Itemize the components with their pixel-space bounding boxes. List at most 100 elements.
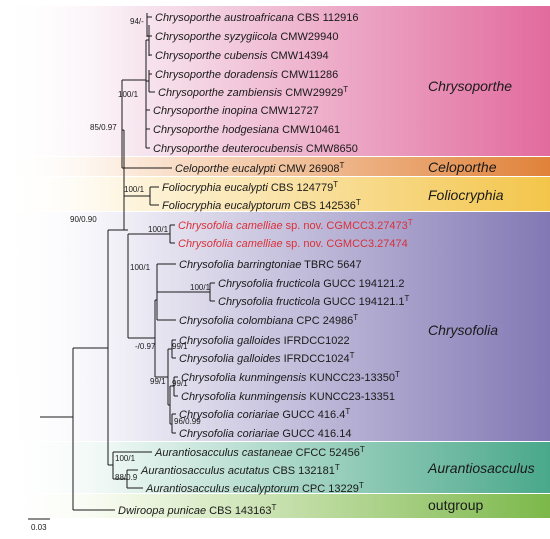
taxon-genus: Aurantiosacculus [154,447,239,459]
support-value: 100/1 [124,185,145,194]
taxon-genus: Chrysofolia [181,391,236,403]
taxon-genus: Chrysofolia [179,409,234,421]
taxon-species: camelliae [236,238,282,250]
taxon-label: Aurantiosacculus castaneae CFCC 52456T [154,445,365,459]
taxon-genus: Celoporthe [175,163,229,175]
taxon-species: camelliae [236,220,282,232]
taxon-species: doradensis [224,69,278,81]
type-marker: T [395,370,400,379]
taxon-label: Chrysoporthe doradensis CMW11286 [155,69,338,81]
taxon-strain-code: CMW29940 [280,31,338,43]
taxon-status: sp. nov. [286,238,324,250]
type-marker: T [359,481,364,490]
taxon-label: Chrysofolia coriariae GUCC 416.4T [179,407,350,421]
taxon-label: Chrysofolia galloides IFRDCC1024T [179,351,355,365]
taxon-genus: Chrysoporthe [155,12,221,24]
support-value: 85/0.97 [90,123,117,132]
clade-band-celoporthe [0,157,550,176]
taxon-strain-code: KUNCC23-13350 [309,372,395,384]
taxon-strain-code: CBS 124779 [271,182,333,194]
taxon-strain-code: KUNCC23-13351 [309,391,395,403]
taxon-species: syzygiicola [224,31,277,43]
taxon-status: sp. nov. [286,220,324,232]
clade-label-outgroup: outgroup [428,497,483,513]
taxon-genus: Chrysofolia [181,372,236,384]
taxon-species: galloides [237,353,281,365]
taxon-genus: Foliocryphia [162,200,221,212]
taxon-strain-code: CBS 142536 [293,200,355,212]
type-marker: T [408,218,413,227]
taxon-species: eucalyptorum [233,483,299,495]
taxon-species: colombiana [237,315,293,327]
taxon-label: Chrysoporthe hodgesiana CMW10461 [153,124,340,136]
support-value: 99/1 [172,342,188,351]
support-values: 94/-100/185/0.97100/190/0.90100/1100/110… [70,17,211,482]
taxon-strain-code: CBS 112916 [297,12,359,24]
taxon-genus: Chrysofolia [179,353,234,365]
taxon-label: Chrysoporthe cubensis CMW14394 [155,50,329,62]
taxon-species: cubensis [224,50,268,62]
taxon-genus: Foliocryphia [162,182,221,194]
taxon-label: Aurantiosacculus eucalyptorum CPC 13229T [145,481,364,495]
clade-band-chrysofolia [0,212,550,441]
type-marker: T [272,503,277,512]
taxon-strain-code: CMW8650 [306,143,358,155]
clade-bands: ChrysoportheCeloportheFoliocryphiaChryso… [0,6,550,518]
support-value: 94/- [130,17,144,26]
taxon-label: Chrysoporthe syzygiicola CMW29940 [155,31,338,43]
taxon-label: Chrysofolia camelliae sp. nov. CGMCC3.27… [178,218,413,232]
taxon-species: coriariae [237,428,279,440]
taxon-strain-code: GUCC 194121.2 [323,278,404,290]
taxon-species: fructicola [276,296,320,308]
taxon-genus: Chrysofolia [179,315,234,327]
taxon-species: deuterocubensis [222,143,303,155]
taxon-label: Aurantiosacculus acutatus CBS 132181T [140,463,340,477]
taxon-strain-code: CMW12727 [261,105,319,117]
taxon-label: Chrysofolia colombiana CPC 24986T [179,313,358,327]
support-value: 100/1 [148,225,169,234]
clade-label-chrysofolia: Chrysofolia [428,322,498,338]
taxon-strain-code: CFCC 52456 [296,447,360,459]
taxon-genus: Chrysofolia [178,220,233,232]
taxon-label: Chrysofolia camelliae sp. nov. CGMCC3.27… [178,238,408,250]
type-marker: T [340,161,345,170]
support-value: 100/1 [190,283,211,292]
taxon-strain-code: CPC 13229 [302,483,359,495]
taxon-genus: Chrysoporthe [155,69,221,81]
clade-band-aurantiosacculus [0,442,550,493]
type-marker: T [356,198,361,207]
taxon-label: Chrysofolia kunmingensis KUNCC23-13351 [181,391,395,403]
support-value: -/0.97 [135,342,156,351]
taxon-strain-code: CPC 24986 [296,315,353,327]
taxon-strain-code: CMW 26908 [278,163,339,175]
taxon-genus: Dwiroopa [118,505,164,517]
type-marker: T [345,407,350,416]
taxon-label: Chrysoporthe zambiensis CMW29929T [158,85,348,99]
clade-label-aurantiosacculus: Aurantiosacculus [427,460,535,476]
taxon-strain-code: CGMCC3.27473 [326,220,407,232]
taxon-species: inopina [222,105,257,117]
taxon-strain-code: CGMCC3.27474 [326,238,407,250]
taxon-label: Dwiroopa punicae CBS 143163T [118,503,277,517]
taxon-strain-code: GUCC 416.4 [282,409,345,421]
taxon-label: Foliocryphia eucalypti CBS 124779T [162,180,338,194]
clade-label-foliocryphia: Foliocryphia [428,187,504,203]
taxon-label: Celoporthe eucalypti CMW 26908T [175,161,345,175]
taxon-genus: Chrysoporthe [158,87,224,99]
taxon-species: acutatus [228,465,270,477]
support-value: 90/0.90 [70,215,97,224]
clade-label-chrysoporthe: Chrysoporthe [428,78,512,94]
support-value: 100/1 [130,263,151,272]
taxon-label: Chrysoporthe deuterocubensis CMW8650 [153,143,358,155]
type-marker: T [405,294,410,303]
taxon-strain-code: TBRC 5647 [304,259,361,271]
taxon-genus: Chrysoporthe [155,31,221,43]
type-marker: T [353,313,358,322]
taxon-strain-code: CMW10461 [282,124,340,136]
taxon-genus: Chrysofolia [179,259,234,271]
taxon-genus: Chrysofolia [218,296,273,308]
type-marker: T [343,85,348,94]
taxon-label: Foliocryphia eucalyptorum CBS 142536T [162,198,361,212]
taxon-species: coriariae [237,409,279,421]
